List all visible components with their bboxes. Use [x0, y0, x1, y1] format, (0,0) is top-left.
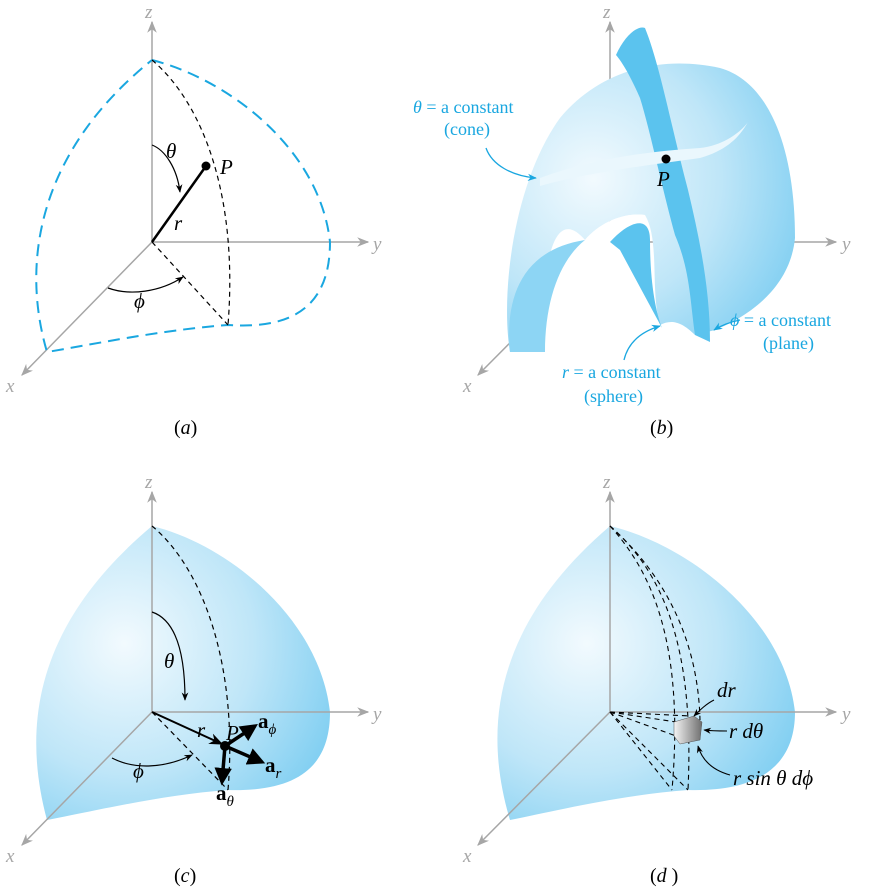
plane-callout-sub: (plane) [763, 333, 814, 354]
panel-b: z y x P θ = a constant (cone) ϕ = a cons… [413, 2, 851, 439]
caption-b: (b) [650, 417, 673, 439]
arch-left-leg [509, 240, 585, 352]
rdtheta-label: r dθ [729, 719, 763, 743]
r-vector [150, 165, 208, 243]
x-axis-label: x [462, 846, 472, 867]
cone-callout: θ = a constant [413, 97, 513, 117]
arch-right-leg [610, 223, 662, 328]
x-axis [21, 241, 153, 376]
meridian-dashed [151, 59, 231, 326]
a-phi-vector [224, 724, 258, 748]
x-axis [477, 711, 611, 846]
theta-arc [151, 144, 183, 193]
phi-label: ϕ [133, 759, 144, 783]
z-axis-label: z [602, 2, 611, 23]
sphere-callout-sub: (sphere) [584, 386, 643, 407]
octant-outline [35, 59, 332, 354]
z-axis-label: z [144, 472, 153, 493]
phi-arc [107, 276, 184, 293]
x-axis-label: x [5, 376, 15, 397]
a-r-label: ar [265, 753, 282, 782]
x-axis [21, 711, 153, 846]
rsin-label: r sin θ dϕ [733, 766, 813, 790]
sphere-octant [36, 526, 330, 820]
panel-a: z y x θ P r ϕ (a) [5, 2, 382, 439]
sphere-pointer [623, 324, 661, 361]
phi-arc [111, 754, 193, 767]
dr-label: dr [717, 678, 737, 702]
sphere-callout: r = a constant [562, 362, 661, 382]
z-axis-label: z [602, 472, 611, 493]
rdtheta-pointer [703, 727, 728, 734]
y-axis-label: y [371, 234, 382, 255]
y-axis-label: y [371, 704, 382, 725]
plane-callout: ϕ = a constant [730, 310, 831, 330]
r-vector [151, 711, 224, 745]
caption-c: (c) [174, 865, 196, 887]
caption-d: (d ) [650, 865, 678, 887]
phi-label: ϕ [134, 289, 145, 313]
r-label: r [197, 718, 206, 742]
cone-pointer [485, 147, 537, 181]
a-phi-label: aϕ [258, 709, 277, 738]
point-p [201, 161, 211, 171]
theta-arc [151, 611, 189, 701]
point-p [661, 154, 671, 164]
x-axis-label: x [462, 376, 472, 397]
y-axis-label: y [840, 234, 851, 255]
panel-c: z y x θ r P ϕ aϕ ar aθ (c) [5, 472, 382, 887]
phi-plane [616, 27, 710, 342]
a-theta-label: aθ [216, 781, 235, 810]
x-axis-label: x [5, 846, 15, 867]
theta-cone-band [540, 122, 748, 186]
theta-label: θ [166, 139, 176, 163]
sphere-octant [497, 526, 795, 820]
r-label: r [174, 211, 183, 235]
dr-pointer [693, 699, 715, 717]
y-axis-label: y [840, 704, 851, 725]
p-label: P [225, 721, 239, 745]
sphere-surface [507, 63, 795, 352]
p-label: P [219, 155, 233, 179]
panel-d: z y x dr r dθ r sin θ dϕ (d ) [462, 472, 851, 887]
theta-label: θ [164, 649, 174, 673]
z-axis-label: z [144, 2, 153, 23]
rsin-pointer [696, 745, 731, 776]
cone-callout-sub: (cone) [444, 119, 490, 140]
plane-pointer [713, 319, 741, 331]
p-label: P [656, 167, 670, 191]
a-theta-vector [214, 745, 232, 786]
projection-dashed [151, 241, 229, 326]
a-r-vector [224, 744, 266, 765]
caption-a: (a) [174, 417, 197, 439]
